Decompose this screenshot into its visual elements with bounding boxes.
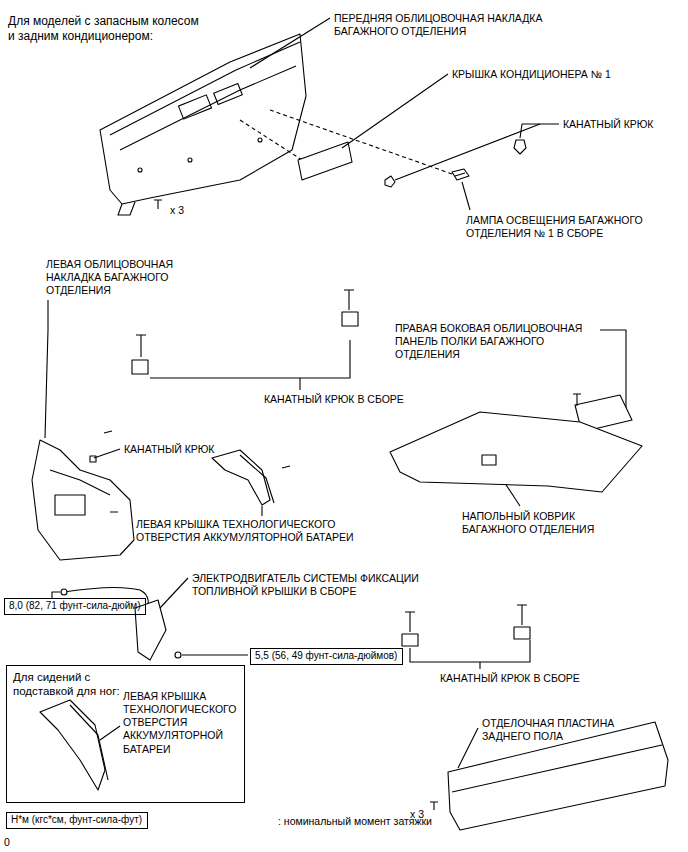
- note: Для моделей с запасным колесом и задним …: [8, 14, 208, 44]
- inset-box: Для сидений с подставкой для ног:ЛЕВАЯ К…: [6, 665, 245, 803]
- inset-battery-cover: [40, 700, 108, 790]
- part-name: ЛЕВАЯ КРЫШКА ТЕХНОЛОГИЧЕСКОГО ОТВЕРСТИЯ …: [136, 518, 386, 544]
- note: : номинальный момент затяжки: [278, 815, 432, 828]
- part-name: КАНАТНЫЙ КРЮК: [563, 118, 654, 131]
- torque-value: 8,0 (82, 71 фунт-сила-дюйм): [9, 600, 141, 613]
- part-name: ОТДЕЛОЧНАЯ ПЛАСТИНА ЗАДНЕГО ПОЛА: [482, 717, 632, 743]
- carpet-hole: [482, 455, 496, 465]
- torque-box: 8,0 (82, 71 фунт-сила-дюйм): [4, 598, 146, 615]
- part-name: ПРАВАЯ БОКОВАЯ ОБЛИЦОВОЧНАЯ ПАНЕЛЬ ПОЛКИ…: [395, 322, 607, 361]
- part-name: ЛЕВАЯ КРЫШКА ТЕХНОЛОГИЧЕСКОГО ОТВЕРСТИЯ …: [123, 690, 241, 756]
- carpet: [390, 412, 642, 492]
- part-name: КАНАТНЫЙ КРЮК В СБОРЕ: [440, 672, 580, 685]
- part-name: ЭЛЕКТРОДВИГАТЕЛЬ СИСТЕМЫ ФИКСАЦИИ ТОПЛИВ…: [192, 572, 437, 598]
- hook-assembly: [132, 290, 358, 374]
- leader-lines: [45, 18, 626, 768]
- part-name: ПЕРЕДНЯЯ ОБЛИЦОВОЧНАЯ НАКЛАДКА БАГАЖНОГО…: [334, 12, 574, 38]
- quantity: x 3: [170, 204, 184, 217]
- rope-hook: [514, 140, 526, 154]
- part-name: КРЫШКА КОНДИЦИОНЕРА № 1: [452, 68, 611, 81]
- screws: [154, 200, 162, 209]
- hook-assembly: [402, 605, 530, 646]
- front-trim-panel: [100, 34, 306, 215]
- lamp: [452, 169, 469, 180]
- unit-box: Н*м (кгс*см, фунт-сила-фут): [6, 812, 148, 829]
- part-name: КАНАТНЫЙ КРЮК: [124, 443, 215, 456]
- battery-cover: [212, 450, 290, 505]
- torque-box: 5,5 (56, 49 фунт-сила-дюймов): [250, 648, 403, 665]
- part-name: ЛАМПА ОСВЕЩЕНИЯ БАГАЖНОГО ОТДЕЛЕНИЯ № 1 …: [466, 214, 671, 240]
- part-name: КАНАТНЫЙ КРЮК В СБОРЕ: [264, 393, 404, 406]
- part-name: НАПОЛЬНЫЙ КОВРИК БАГАЖНОГО ОТДЕЛЕНИЯ: [462, 510, 627, 536]
- part-name: ЛЕВАЯ ОБЛИЦОВОЧНАЯ НАКЛАДКА БАГАЖНОГО ОТ…: [46, 258, 216, 297]
- inset-heading: Для сидений с подставкой для ног:: [13, 670, 125, 699]
- figure-code: 0: [4, 836, 10, 849]
- left-trim: [32, 431, 134, 560]
- torque-value: 5,5 (56, 49 фунт-сила-дюймов): [255, 650, 398, 663]
- torque-value: Н*м (кгс*см, фунт-сила-фут): [11, 814, 143, 827]
- screw: [573, 394, 581, 406]
- rope-hook: [385, 176, 395, 187]
- ac-cover: [298, 142, 352, 180]
